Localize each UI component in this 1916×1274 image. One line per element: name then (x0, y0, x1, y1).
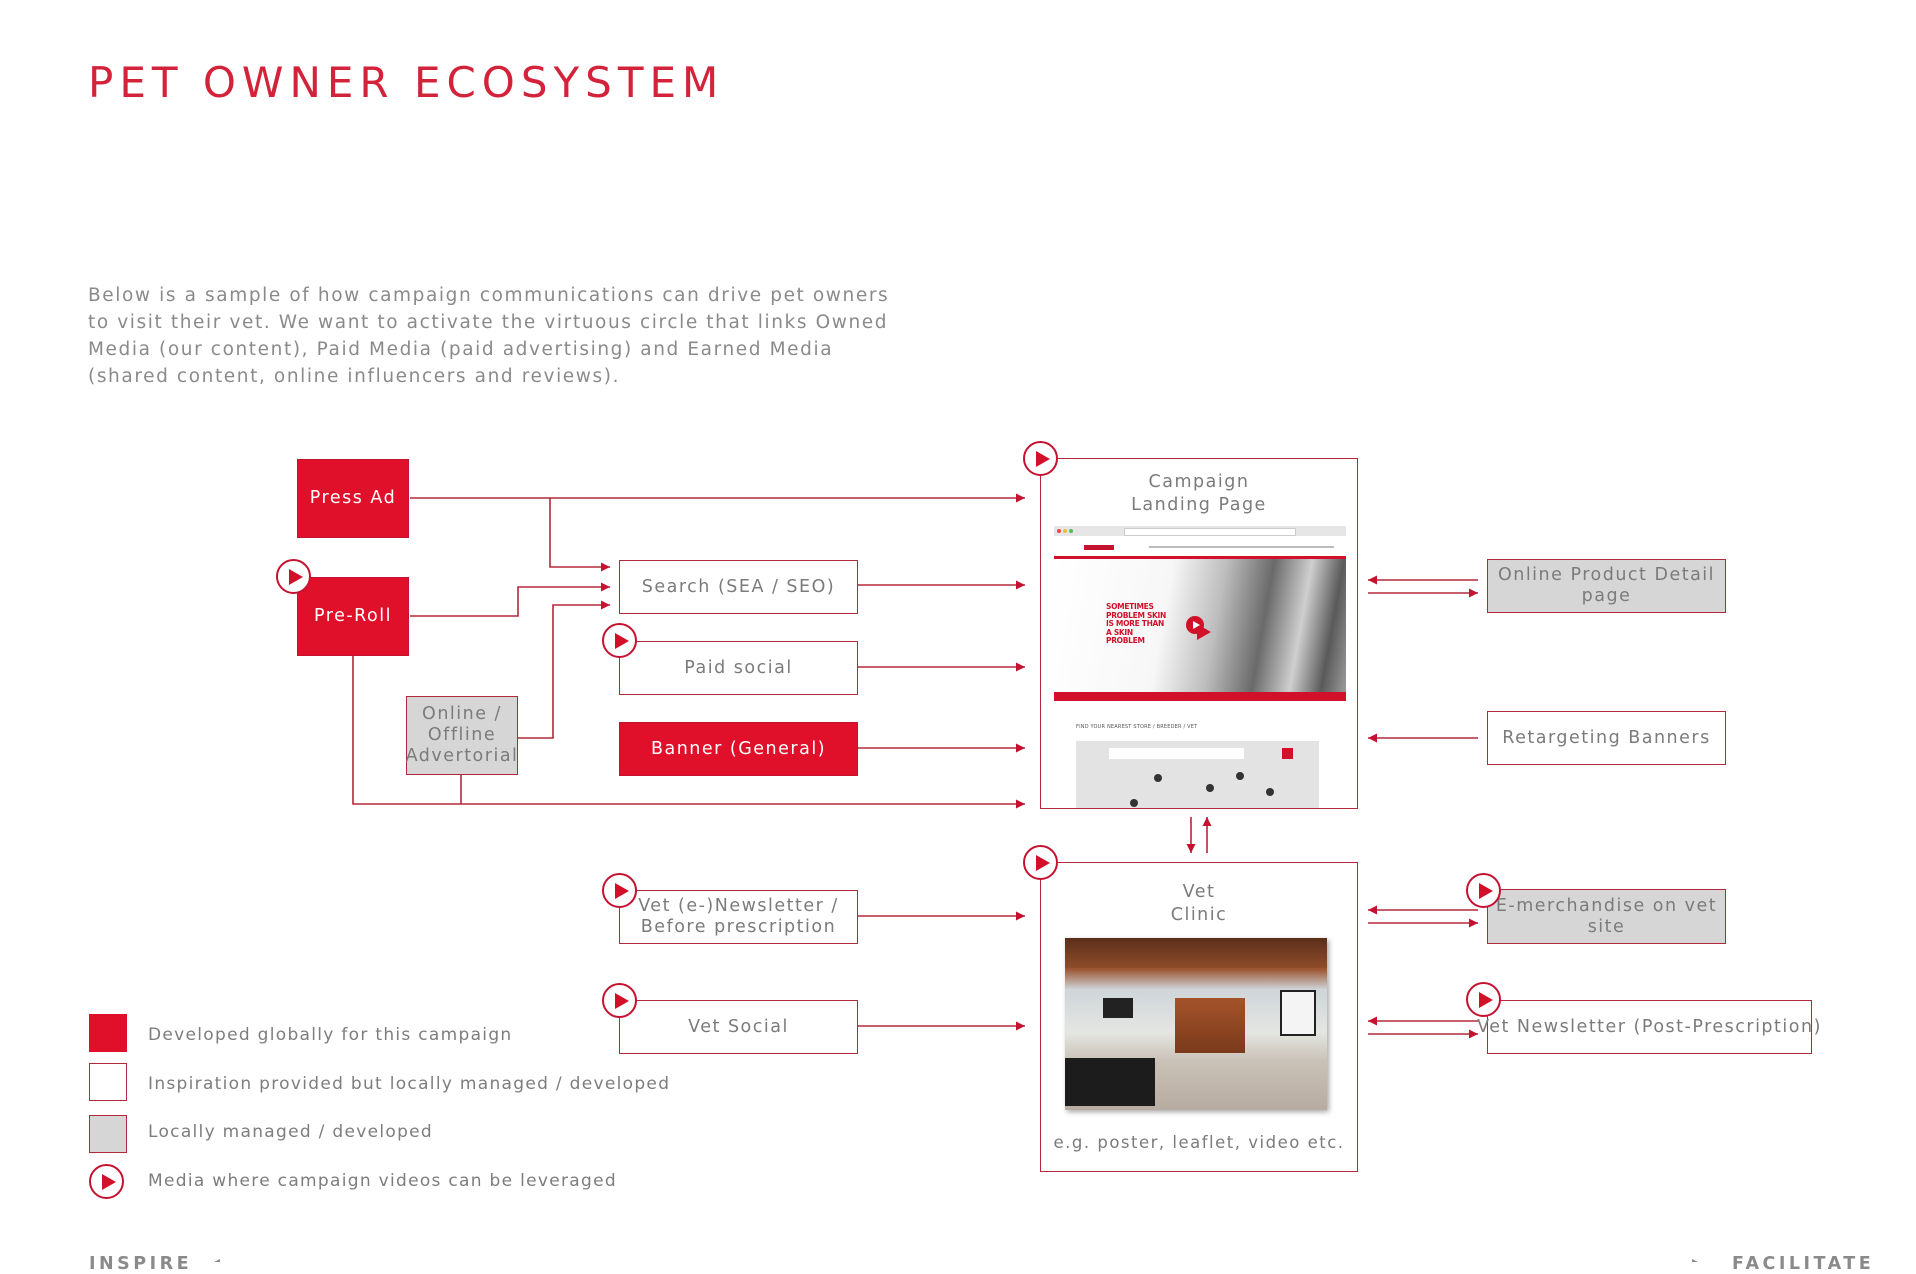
play-icon (602, 983, 637, 1018)
vet-social-box: Vet Social (619, 1000, 858, 1054)
search-label: Search (SEA / SEO) (641, 576, 836, 597)
vet-newsletter-post-box: Vet Newsletter (Post-Prescription) (1477, 1000, 1820, 1054)
legend-swatch-red (89, 1014, 127, 1052)
legend-label: Locally managed / developed (148, 1122, 434, 1142)
play-icon (276, 559, 311, 594)
legend-label: Inspiration provided but locally managed… (148, 1074, 671, 1094)
paid-social-label: Paid social (684, 657, 793, 678)
emerchandise-label: E-merchandise on vet site (1495, 895, 1718, 937)
legend-swatch-grey (89, 1115, 127, 1153)
play-icon (602, 623, 637, 658)
vet-newsletter-before-box: Vet (e-)Newsletter / Before prescription (619, 890, 858, 944)
arrow-advertorial-search (518, 600, 610, 739)
play-icon (89, 1164, 124, 1199)
finder-text: FIND YOUR NEAREST STORE / BREEDER / VET (1076, 724, 1198, 730)
vet-clinic-photo (1065, 938, 1327, 1110)
legend-label: Media where campaign videos can be lever… (148, 1171, 617, 1191)
paid-social-box: Paid social (619, 641, 858, 695)
vet-clinic-title: Vet Clinic (1041, 881, 1357, 927)
online-product-detail-label: Online Product Detail page (1497, 565, 1716, 606)
vet-clinic-title-line2: Clinic (1170, 905, 1228, 925)
vet-clinic-title-line1: Vet (1182, 882, 1216, 902)
press-ad-box: Press Ad (297, 459, 409, 538)
retargeting-banners-box: Retargeting Banners (1487, 711, 1726, 765)
advertorial-label: Online / Offline Advertorial (405, 704, 519, 766)
arrow-preroll-search (410, 582, 610, 617)
landing-title-line1: Campaign (1148, 472, 1250, 492)
landing-page-title: Campaign Landing Page (1041, 471, 1357, 517)
play-icon (1466, 982, 1501, 1017)
online-product-detail-box: Online Product Detail page (1487, 559, 1726, 613)
vet-social-label: Vet Social (688, 1016, 789, 1037)
pre-roll-box: Pre-Roll (297, 577, 409, 656)
search-box: Search (SEA / SEO) (619, 560, 858, 614)
arrow-pressad-search (549, 498, 610, 572)
axis-inspire-label: INSPIRE (89, 1254, 193, 1274)
legend-swatch-white (89, 1063, 127, 1101)
banner-general-box: Banner (General) (619, 722, 858, 776)
vet-newsletter-post-label: Vet Newsletter (Post-Prescription) (1477, 1016, 1822, 1037)
play-icon (1466, 873, 1501, 908)
play-icon (1023, 441, 1058, 476)
vet-clinic-caption: e.g. poster, leaflet, video etc. (1053, 1133, 1345, 1152)
play-icon (1023, 845, 1058, 880)
axis-facilitate-label: FACILITATE (1732, 1254, 1875, 1274)
advertorial-box: Online / Offline Advertorial (406, 696, 518, 775)
intro-paragraph: Below is a sample of how campaign commun… (88, 285, 890, 387)
retargeting-banners-label: Retargeting Banners (1502, 727, 1711, 748)
press-ad-label: Press Ad (309, 488, 397, 508)
landing-title-line2: Landing Page (1131, 495, 1267, 515)
emerchandise-box: E-merchandise on vet site (1487, 889, 1726, 944)
vet-newsletter-before-label: Vet (e-)Newsletter / Before prescription (638, 896, 839, 937)
legend-label: Developed globally for this campaign (148, 1025, 513, 1045)
play-icon (602, 873, 637, 908)
pre-roll-label: Pre-Roll (314, 606, 392, 626)
arrow-preroll-landing (352, 656, 1025, 809)
page-title: PET OWNER ECOSYSTEM (88, 58, 725, 107)
banner-general-label: Banner (General) (650, 738, 827, 759)
